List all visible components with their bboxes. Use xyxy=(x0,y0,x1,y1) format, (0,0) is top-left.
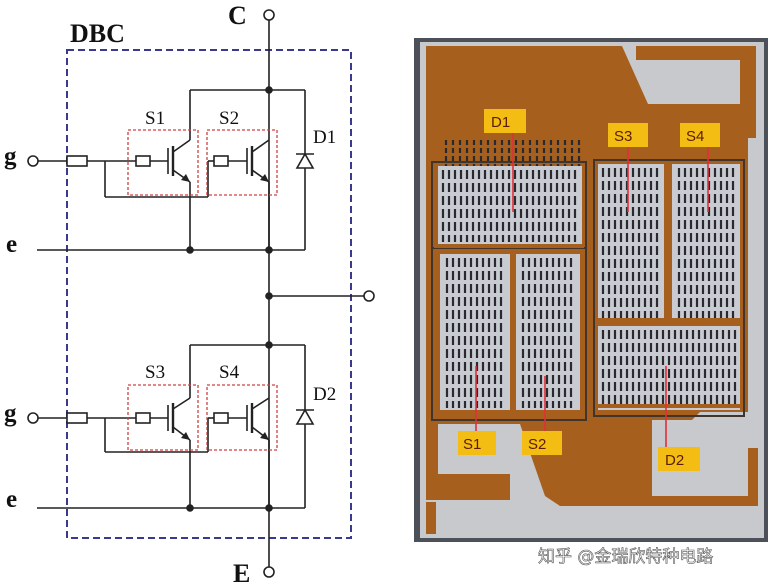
copper-bar xyxy=(596,404,742,408)
photo-s1-tag: S1 xyxy=(463,436,481,453)
output-terminal[interactable] xyxy=(363,290,375,302)
copper-bar xyxy=(434,244,584,248)
emitter-label: E xyxy=(233,559,250,588)
dbc-label: DBC xyxy=(70,19,125,48)
photo-d1-tag: D1 xyxy=(491,114,510,131)
s1-group xyxy=(127,129,199,196)
emitter-upper-label: e xyxy=(6,231,17,258)
gate-lower-terminal[interactable] xyxy=(27,412,39,424)
gate-upper-terminal[interactable] xyxy=(27,155,39,167)
dbc-photo xyxy=(414,38,768,542)
s3-group xyxy=(127,384,199,451)
collector-terminal[interactable] xyxy=(263,9,275,21)
photo-s4-tag: S4 xyxy=(686,128,704,145)
d1-label: D1 xyxy=(313,127,336,148)
s2-group xyxy=(206,129,278,196)
photo-s3-tag: S3 xyxy=(614,128,632,145)
d2-diode-symbol xyxy=(295,408,315,425)
dbc-boundary xyxy=(66,49,352,539)
s4-group xyxy=(206,384,278,451)
d2-label: D2 xyxy=(313,384,336,405)
s1-label: S1 xyxy=(145,108,165,129)
watermark: 知乎 @金瑞欣特种电路 xyxy=(538,547,713,567)
photo-s2-tag: S2 xyxy=(528,436,546,453)
gate-lower-label: g xyxy=(4,400,17,427)
emitter-terminal[interactable] xyxy=(263,566,275,578)
gate-upper-label: g xyxy=(4,143,17,170)
emitter-lower-label: e xyxy=(6,486,17,513)
schematic-panel xyxy=(27,9,375,578)
s4-label: S4 xyxy=(219,362,240,383)
s2-label: S2 xyxy=(219,108,239,129)
collector-label: C xyxy=(228,1,247,30)
photo-d2-tag: D2 xyxy=(665,452,684,469)
photo-labels xyxy=(458,109,720,471)
s3-label: S3 xyxy=(145,362,165,383)
d1-diode-symbol xyxy=(295,152,315,169)
copper-bar xyxy=(596,320,742,325)
